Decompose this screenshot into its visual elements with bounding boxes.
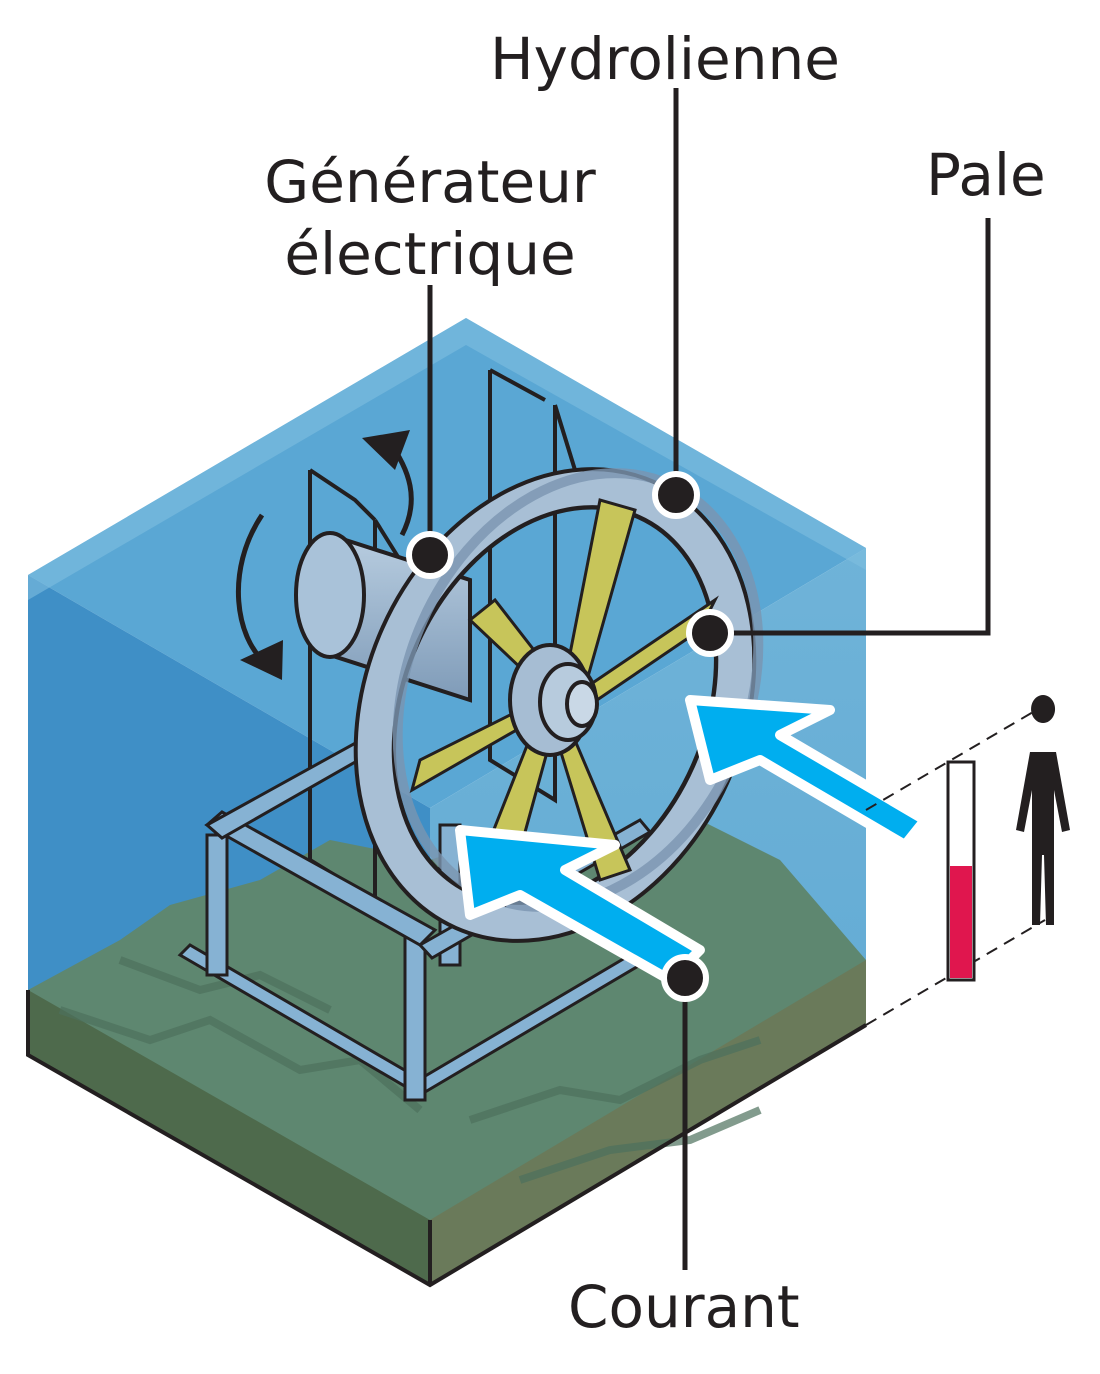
depth-bar-fill: [950, 866, 972, 978]
hydrolienne-dot: [652, 471, 700, 519]
current-dot: [661, 954, 709, 1002]
label-generateur-line2: électrique: [284, 220, 576, 288]
label-generateur-line1: Générateur: [264, 148, 596, 216]
callout-dots: [406, 471, 734, 1002]
base-frame: [177, 733, 653, 1102]
seabed-left-side: [28, 990, 430, 1285]
label-courant: Courant: [568, 1273, 800, 1341]
label-pale: Pale: [926, 141, 1046, 209]
water-highlight: [28, 318, 866, 600]
blade-dot: [686, 609, 734, 657]
label-hydrolienne: Hydrolienne: [490, 25, 840, 93]
seabed-outline: [26, 990, 868, 1288]
scale-indicator: [865, 695, 1070, 1026]
generator-dot: [406, 531, 454, 579]
callouts: [427, 88, 991, 1270]
human-silhouette-icon: [1016, 695, 1070, 925]
rotation-arrows: [235, 430, 414, 680]
current-arrow-lower: [455, 825, 705, 985]
turbine-hub: [508, 643, 599, 757]
label-generateur-electrique: Générateur électrique: [230, 146, 630, 290]
